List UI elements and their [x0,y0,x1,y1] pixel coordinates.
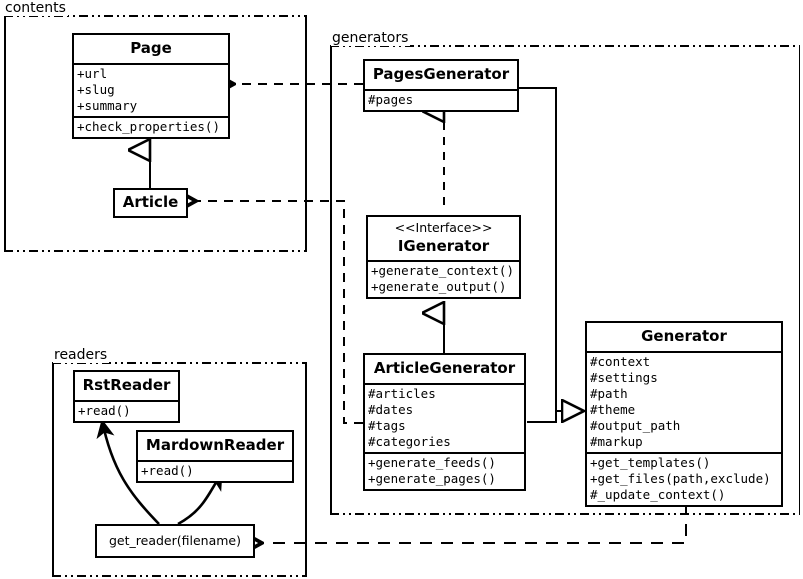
package-readers-label: readers [53,347,110,363]
class-article-generator[interactable]: ArticleGenerator #articles #dates #tags … [363,353,526,491]
class-article-generator-operations: +generate_feeds() +generate_pages() [365,451,524,489]
attribute-row: #markup [590,433,643,449]
class-igenerator[interactable]: <<Interface>> IGenerator +generate_conte… [366,215,521,300]
attribute-row: +slug [77,81,115,97]
class-page-operations: +check_properties() [74,115,228,137]
operation-row: +generate_pages() [368,470,496,486]
class-page-attributes: +url +slug +summary [74,62,228,116]
operation-row: +check_properties() [77,118,220,134]
class-mardown-reader[interactable]: MardownReader +read() [136,430,294,483]
class-pages-generator-title: PagesGenerator [372,65,510,83]
class-rst-reader-operations: +read() [75,399,178,421]
class-article-generator-title: ArticleGenerator [373,359,516,377]
class-article-title: Article [122,193,179,212]
class-pages-generator-attributes: #pages [365,88,517,110]
operation-row: +generate_feeds() [368,454,496,470]
class-generator-attributes: #context #settings #path #theme #output_… [587,350,781,452]
class-generator-operations: +get_templates() +get_files(path,exclude… [587,451,781,505]
attribute-row: #path [590,385,628,401]
attribute-row: #output_path [590,417,681,433]
class-igenerator-operations: +generate_context() +generate_output() [368,260,519,297]
attribute-row: #pages [368,91,414,107]
class-generator-title: Generator [641,327,727,345]
attribute-row: #context [590,353,651,369]
operation-row: #_update_context() [590,486,726,502]
class-pages-generator[interactable]: PagesGenerator #pages [363,59,519,112]
attribute-row: #theme [590,401,636,417]
attribute-row: #articles [368,385,436,401]
class-article[interactable]: Article [113,188,188,218]
class-igenerator-title: IGenerator [397,236,490,255]
function-get-reader-label: get_reader(filename) [109,533,241,548]
class-page[interactable]: Page +url +slug +summary +check_properti… [72,33,230,139]
class-article-generator-attributes: #articles #dates #tags #categories [365,382,524,452]
function-get-reader[interactable]: get_reader(filename) [95,524,255,558]
class-rst-reader[interactable]: RstReader +read() [73,370,180,423]
class-generator[interactable]: Generator #context #settings #path #them… [585,321,783,507]
class-page-title: Page [130,39,172,57]
attribute-row: #dates [368,401,414,417]
operation-row: +get_files(path,exclude) [590,470,771,486]
class-mardown-reader-title: MardownReader [145,436,285,454]
package-generators-label: generators [331,30,411,46]
operation-row: +read() [78,402,131,418]
attribute-row: +summary [77,97,138,113]
operation-row: +generate_context() [371,263,514,279]
operation-row: +generate_output() [371,279,507,295]
operation-row: +get_templates() [590,454,711,470]
class-mardown-reader-operations: +read() [138,459,292,481]
class-rst-reader-title: RstReader [82,376,171,394]
package-contents-label: contents [4,0,68,16]
class-igenerator-stereotype: <<Interface>> [394,220,493,235]
operation-row: +read() [141,462,194,478]
attribute-row: #settings [590,369,658,385]
attribute-row: #categories [368,433,451,449]
attribute-row: +url [77,65,108,81]
attribute-row: #tags [368,417,406,433]
